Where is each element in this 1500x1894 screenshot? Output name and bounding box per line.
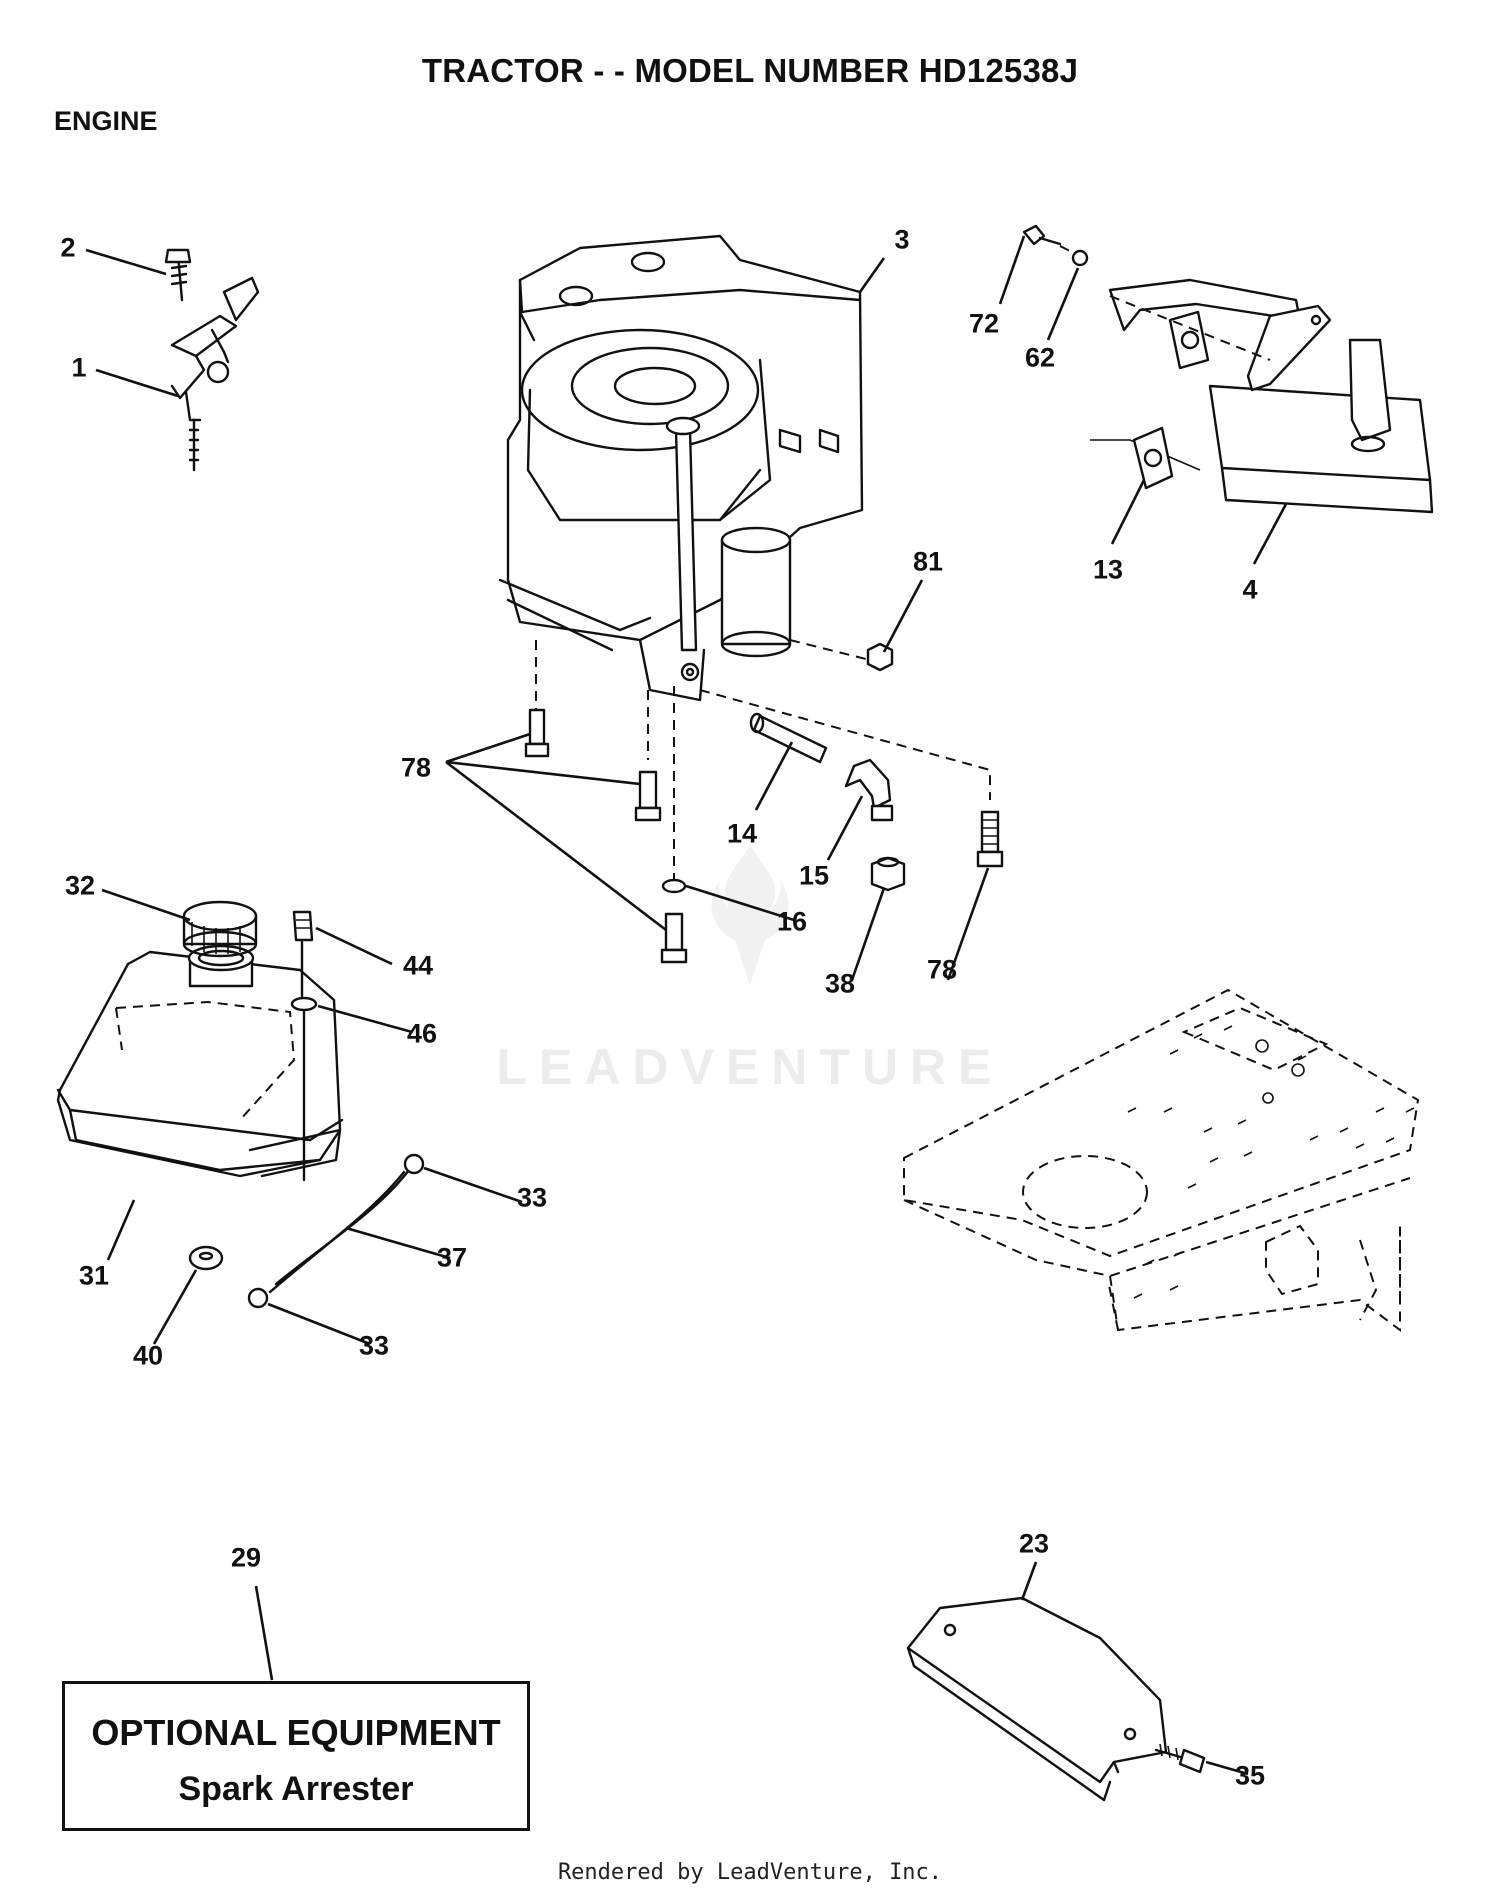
heat-shield-part — [906, 1596, 1168, 1802]
tank-washer-part — [290, 996, 318, 1012]
callout-78-right: 78 — [926, 954, 958, 985]
engine-bolt-parts — [524, 708, 1004, 964]
hose-clamp-part-2 — [247, 1287, 269, 1309]
shield-screw-part — [1154, 1743, 1206, 1774]
section-heading: ENGINE — [54, 106, 158, 136]
watermark-flame-icon — [711, 845, 789, 985]
callout-23: 23 — [1018, 1528, 1050, 1559]
callout-13: 13 — [1092, 554, 1124, 585]
screw-part — [1022, 224, 1046, 246]
nut-part — [866, 642, 894, 672]
callout-46: 46 — [406, 1018, 438, 1049]
drain-pipe-parts — [749, 712, 906, 892]
callout-14: 14 — [726, 818, 758, 849]
callout-31: 31 — [78, 1260, 110, 1291]
washer-part — [661, 878, 687, 894]
hose-clamp-part — [403, 1153, 425, 1175]
callout-33-upper: 33 — [516, 1182, 548, 1213]
callout-2: 2 — [60, 232, 76, 263]
optional-equipment-item: Spark Arrester — [178, 1770, 414, 1808]
fuel-cap-part — [182, 900, 258, 958]
callout-4: 4 — [1242, 574, 1258, 605]
watermark-text: LEADVENTURE — [496, 1039, 1004, 1095]
muffler-part — [1108, 278, 1434, 514]
tractor-frame-reference — [903, 988, 1420, 1332]
fuel-tank-part — [56, 944, 344, 1178]
lock-washer-part — [1071, 249, 1089, 267]
leader-lines — [85, 235, 1288, 1776]
callout-15: 15 — [798, 860, 830, 891]
callout-33-lower: 33 — [358, 1330, 390, 1361]
callout-3: 3 — [894, 224, 910, 255]
callout-38: 38 — [824, 968, 856, 999]
callout-72: 72 — [968, 308, 1000, 339]
throttle-control-part — [164, 248, 260, 472]
tank-screw-part — [292, 910, 314, 942]
callout-35: 35 — [1234, 1760, 1266, 1791]
footer-credit: Rendered by LeadVenture, Inc. — [557, 1860, 943, 1885]
callout-37: 37 — [436, 1242, 468, 1273]
optional-equipment-box: OPTIONAL EQUIPMENT Spark Arrester — [62, 1681, 530, 1831]
engine-part — [498, 234, 864, 702]
callout-32: 32 — [64, 870, 96, 901]
callout-1: 1 — [71, 352, 87, 383]
page-title: TRACTOR - - MODEL NUMBER HD12538J — [421, 52, 1079, 89]
callout-16: 16 — [776, 906, 808, 937]
callout-62: 62 — [1024, 342, 1056, 373]
gasket-part — [1132, 426, 1174, 490]
callout-81: 81 — [912, 546, 944, 577]
callout-29: 29 — [230, 1542, 262, 1573]
callout-78-left: 78 — [400, 752, 432, 783]
fuel-line-part — [274, 1164, 414, 1286]
optional-equipment-title: OPTIONAL EQUIPMENT — [91, 1712, 501, 1753]
callout-44: 44 — [402, 950, 434, 981]
callout-40: 40 — [132, 1340, 164, 1371]
